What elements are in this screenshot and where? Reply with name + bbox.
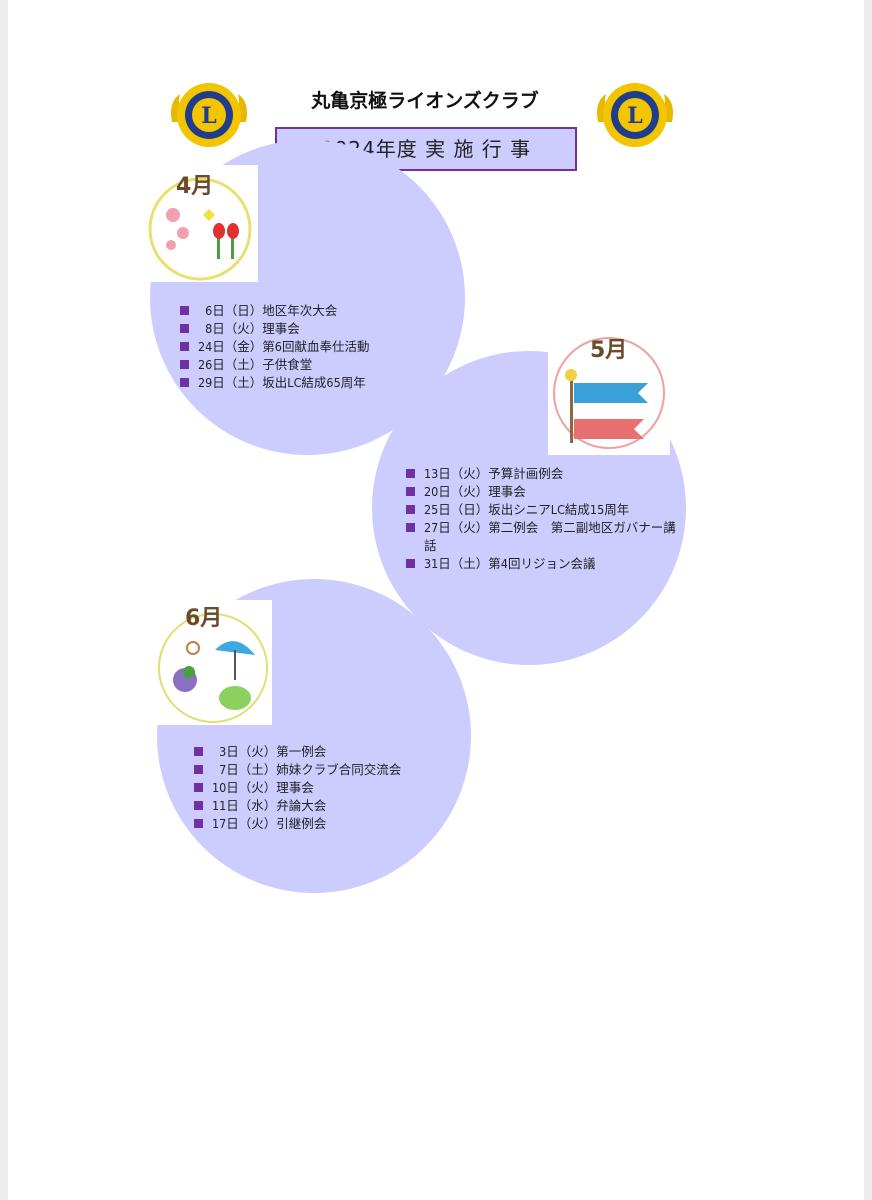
- bullet-icon: [180, 360, 189, 369]
- bullet-icon: [194, 783, 203, 792]
- event-item: 6日（日）地区年次大会: [180, 302, 369, 320]
- event-item: 20日（火）理事会: [406, 483, 686, 501]
- event-item: 17日（火）引継例会: [194, 815, 401, 833]
- bullet-icon: [406, 469, 415, 478]
- april-label: 4月: [176, 174, 213, 199]
- lions-logo-left: L: [171, 83, 247, 147]
- bullet-icon: [406, 487, 415, 496]
- bullet-icon: [194, 801, 203, 810]
- event-item: 24日（金）第6回献血奉仕活動: [180, 338, 369, 356]
- june-illustration: 6月: [155, 600, 272, 725]
- may-illustration: 5月: [548, 327, 670, 455]
- june-event-list: 3日（火）第一例会 7日（土）姉妹クラブ合同交流会 10日（火）理事会 11日（…: [194, 743, 401, 833]
- event-item: 7日（土）姉妹クラブ合同交流会: [194, 761, 401, 779]
- bullet-icon: [194, 747, 203, 756]
- bullet-icon: [180, 306, 189, 315]
- may-label: 5月: [590, 338, 627, 363]
- svg-text:L: L: [201, 103, 216, 129]
- bullet-icon: [180, 324, 189, 333]
- svg-text:L: L: [627, 103, 642, 129]
- event-item: 13日（火）予算計画例会: [406, 465, 686, 483]
- bullet-icon: [180, 342, 189, 351]
- april-event-list: 6日（日）地区年次大会 8日（火）理事会 24日（金）第6回献血奉仕活動 26日…: [180, 302, 369, 392]
- event-item: 10日（火）理事会: [194, 779, 401, 797]
- bullet-icon: [406, 559, 415, 568]
- bullet-icon: [406, 505, 415, 514]
- club-name: 丸亀京極ライオンズクラブ: [311, 90, 539, 112]
- event-item: 8日（火）理事会: [180, 320, 369, 338]
- event-item: 3日（火）第一例会: [194, 743, 401, 761]
- april-illustration: 4月: [143, 165, 258, 282]
- event-item: 29日（土）坂出LC結成65周年: [180, 374, 369, 392]
- event-item: 26日（土）子供食堂: [180, 356, 369, 374]
- bullet-icon: [194, 765, 203, 774]
- event-item: 25日（日）坂出シニアLC結成15周年: [406, 501, 686, 519]
- lions-logo-right: L: [597, 83, 673, 147]
- event-item: 11日（水）弁論大会: [194, 797, 401, 815]
- may-event-list: 13日（火）予算計画例会 20日（火）理事会 25日（日）坂出シニアLC結成15…: [406, 465, 686, 573]
- bullet-icon: [180, 378, 189, 387]
- event-item: 31日（土）第4回リジョン会議: [406, 555, 686, 573]
- bullet-icon: [194, 819, 203, 828]
- event-item: 27日（火）第二例会 第二副地区ガバナー講話: [406, 519, 686, 555]
- bullet-icon: [406, 523, 415, 532]
- june-label: 6月: [185, 606, 222, 631]
